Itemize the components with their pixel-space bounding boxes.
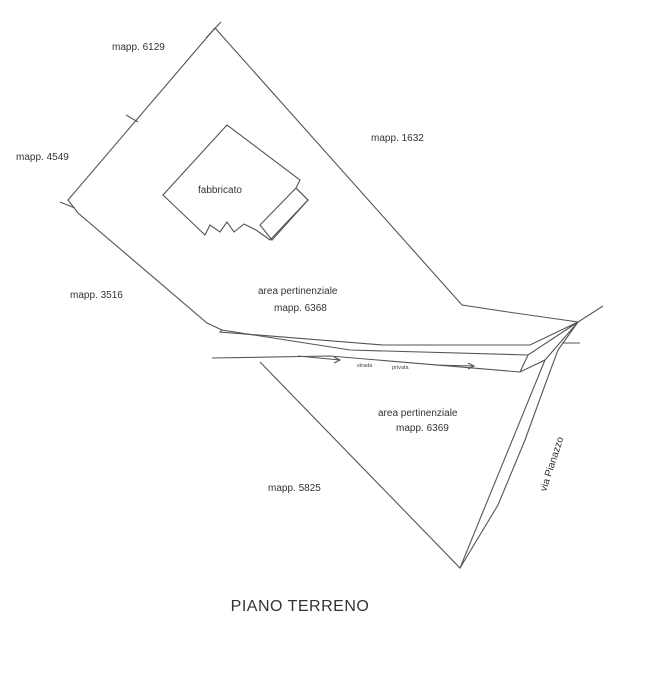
label-strip-word1: strada bbox=[357, 363, 373, 369]
plot-boundary-north bbox=[67, 27, 580, 346]
road-edge bbox=[459, 305, 604, 569]
label-building: fabbricato bbox=[198, 185, 242, 196]
label-area-north-line2: mapp. 6368 bbox=[274, 303, 327, 314]
building-outline bbox=[162, 124, 309, 241]
building-annex bbox=[259, 187, 309, 241]
label-area-south-line2: mapp. 6369 bbox=[396, 423, 449, 434]
label-mapp-4549: mapp. 4549 bbox=[16, 152, 69, 163]
flow-arrow-right bbox=[433, 362, 476, 370]
strip-upper-edge bbox=[221, 321, 579, 356]
page-title: PIANO TERRENO bbox=[230, 598, 370, 615]
label-strip-word2: privata bbox=[392, 365, 409, 371]
label-mapp-3516: mapp. 3516 bbox=[70, 290, 123, 301]
label-area-south-line1: area pertinenziale bbox=[378, 408, 458, 419]
label-road: via Pianazzo bbox=[538, 435, 566, 493]
label-area-north-line1: area pertinenziale bbox=[258, 286, 338, 297]
flow-arrow-left bbox=[297, 355, 342, 364]
strip-inner-edge bbox=[519, 354, 529, 373]
plot-boundary-south bbox=[259, 359, 546, 569]
boundary-tick bbox=[59, 21, 222, 209]
label-mapp-1632: mapp. 1632 bbox=[371, 133, 424, 144]
label-mapp-5825: mapp. 5825 bbox=[268, 483, 321, 494]
label-mapp-6129: mapp. 6129 bbox=[112, 42, 165, 53]
